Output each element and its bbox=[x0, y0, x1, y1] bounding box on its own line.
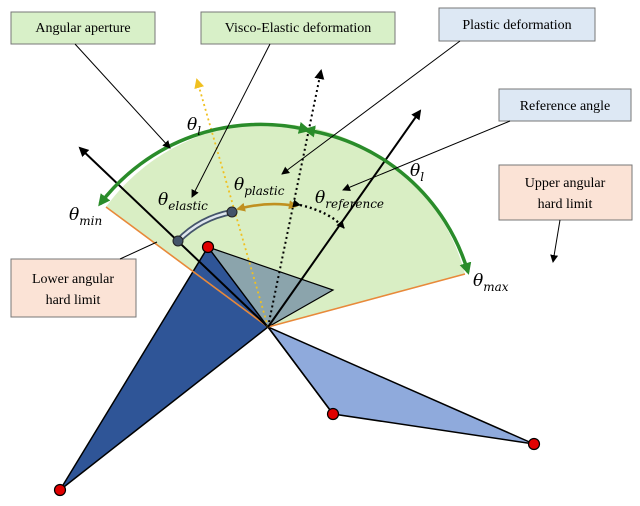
callout-lower-limit: Lower angular hard limit bbox=[10, 258, 137, 318]
theta-l-left: θl bbox=[187, 115, 201, 138]
elastic-node-right bbox=[226, 206, 238, 218]
theta-elastic: θelastic bbox=[158, 190, 208, 213]
upper-limit-line bbox=[267, 273, 466, 328]
callout-reference: Reference angle bbox=[498, 88, 632, 122]
visco-elastic-label: Visco-Elastic deformation bbox=[225, 21, 372, 36]
lower-limit-label-2: hard limit bbox=[46, 293, 101, 308]
upper-limit-label-1: Upper angular bbox=[525, 176, 606, 191]
theta-plastic: θplastic bbox=[234, 175, 285, 198]
theta-l-right: θl bbox=[410, 161, 424, 184]
callout-angular-aperture: Angular aperture bbox=[10, 11, 156, 45]
overlap-triangle bbox=[206, 245, 335, 328]
joint-bottom-left bbox=[53, 483, 67, 497]
aperture-arc-right bbox=[303, 125, 472, 275]
plastic-arc bbox=[236, 200, 298, 212]
aperture-arc-left bbox=[98, 122, 311, 207]
plastic-label: Plastic deformation bbox=[462, 18, 571, 33]
joint-right bbox=[527, 437, 541, 451]
theta-max: θmax bbox=[473, 271, 509, 294]
lower-limit-line bbox=[105, 206, 269, 328]
joint-top bbox=[201, 240, 215, 254]
callout-visco-elastic: Visco-Elastic deformation bbox=[200, 11, 396, 45]
theta-reference: θreference bbox=[315, 188, 384, 211]
joint-middle bbox=[326, 407, 340, 421]
reference-arc bbox=[292, 199, 345, 229]
lower-limit-label-1: Lower angular bbox=[32, 272, 114, 287]
elastic-node-left bbox=[172, 235, 184, 247]
angular-aperture-label: Angular aperture bbox=[35, 21, 130, 36]
upper-limit-label-2: hard limit bbox=[538, 197, 593, 212]
light-triangle bbox=[265, 325, 535, 445]
callout-upper-limit: Upper angular hard limit bbox=[498, 164, 633, 221]
callout-plastic: Plastic deformation bbox=[438, 7, 596, 42]
reference-label: Reference angle bbox=[520, 99, 611, 114]
theta-min: θmin bbox=[69, 205, 102, 228]
